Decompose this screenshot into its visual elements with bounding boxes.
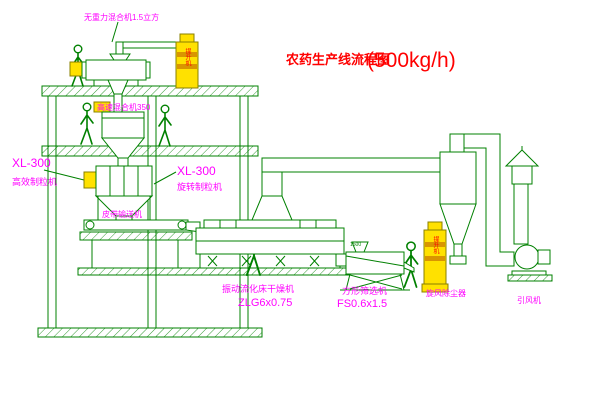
worker-figure [158,104,172,147]
exhaust-stack [504,146,540,245]
sieve-name-label: 方形筛选机 [342,285,387,296]
bucket-elevator-1: 提升机 [175,33,199,89]
induced-draft-fan [507,244,553,282]
diagram-capacity: (500kg/h) [367,49,456,72]
high-speed-mixer [93,101,146,167]
elevator-1-label: 提升机 [184,47,191,67]
dryer-name-label: 振动流化床干燥机 [222,283,294,294]
gravity-mixer-label: 无重力混合机1.5立方 [84,12,159,22]
belt-conveyor [79,219,193,268]
duct-system [251,133,515,267]
dryer-model-label: ZLG6x0.75 [238,297,292,309]
dimension-label: 1500 [350,242,361,248]
cyclone-label: 旋风除尘器 [426,288,466,298]
granulator-right-name: 旋转制粒机 [177,181,222,192]
high-speed-mixer-label: 高速混合机350 [97,102,151,112]
diagram-title: 农药生产线流程图 [285,52,390,67]
granulator-left-model: XL-300 [12,156,51,170]
granulator [43,165,177,223]
zero-gravity-mixer [69,41,179,113]
fluid-bed-dryer [185,219,349,268]
granulator-left-name: 高效制粒机 [12,176,57,187]
bucket-elevator-2: 提升机 [421,221,449,293]
square-sieve [340,241,415,291]
worker-figure [80,102,94,145]
elevator-2-label: 提升机 [432,235,439,255]
fan-label: 引风机 [517,295,541,305]
building-structure [37,85,351,338]
granulator-right-model: XL-300 [177,164,216,178]
belt-conveyor-label: 皮带输送机 [102,209,142,219]
sieve-model-label: FS0.6x1.5 [337,298,387,310]
cyclone-separator [439,151,477,265]
